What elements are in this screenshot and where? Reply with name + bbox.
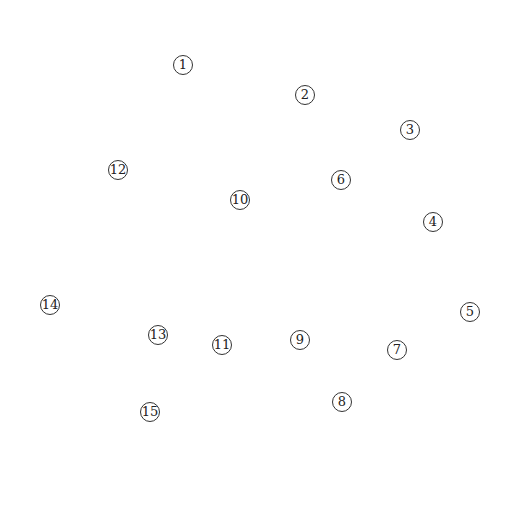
callout-number: 2: [295, 85, 315, 105]
callout-number: 1: [173, 55, 193, 75]
blob-path: [372, 55, 446, 166]
region-blob: 2: [156, 14, 389, 144]
blob-outline: [156, 14, 389, 144]
region-blob: 10: [168, 151, 322, 249]
region-blob: 11: [186, 226, 304, 499]
region-blob: 4: [364, 141, 482, 294]
blob-outline: [416, 258, 501, 399]
callout-number: 9: [290, 330, 310, 350]
blob-outline: [8, 244, 114, 389]
region-blob: 13: [104, 258, 214, 389]
region-blob: 5: [416, 258, 501, 399]
blob-path: [160, 18, 387, 141]
region-blob: 12: [24, 78, 179, 249]
blob-path: [95, 371, 240, 480]
region-blob: 7: [341, 261, 439, 394]
region-blob: 3: [368, 51, 449, 169]
blob-outline: [104, 258, 214, 389]
blob-outline: [341, 261, 439, 394]
blob-outline: [186, 226, 304, 499]
callout-number: 11: [212, 335, 232, 355]
blob-path: [190, 230, 300, 495]
callout-number: 10: [230, 190, 250, 210]
blob-path: [11, 247, 110, 385]
blob-path: [367, 145, 478, 291]
blob-path: [172, 155, 320, 246]
region-blob: 9: [250, 221, 344, 484]
blob-outline: [250, 221, 344, 484]
region-blob: 14: [8, 244, 114, 389]
callout-number: 14: [40, 295, 60, 315]
callout-number: 8: [332, 392, 352, 412]
outer-circle-outline: [18, 22, 498, 502]
callout-number: 4: [423, 212, 443, 232]
blob-path: [254, 225, 341, 481]
callout-number: 3: [400, 120, 420, 140]
callout-number: 5: [460, 302, 480, 322]
region-blob: 6: [296, 126, 394, 239]
blob-path: [26, 81, 175, 246]
callout-number: 7: [387, 340, 407, 360]
callout-number: 15: [140, 402, 160, 422]
callout-number: 13: [148, 325, 168, 345]
blob-outline: [368, 51, 449, 169]
region-blob: 15: [91, 368, 244, 484]
blob-path: [102, 18, 264, 118]
blob-path: [420, 261, 498, 396]
blob-path: [345, 264, 435, 390]
blob-path: [107, 262, 211, 386]
callout-number: 6: [331, 170, 351, 190]
blob-outline: [24, 78, 179, 249]
blob-path: [300, 129, 390, 235]
region-blob: 1: [99, 14, 266, 122]
blob-outline: [91, 368, 244, 484]
callout-number: 12: [108, 160, 128, 180]
